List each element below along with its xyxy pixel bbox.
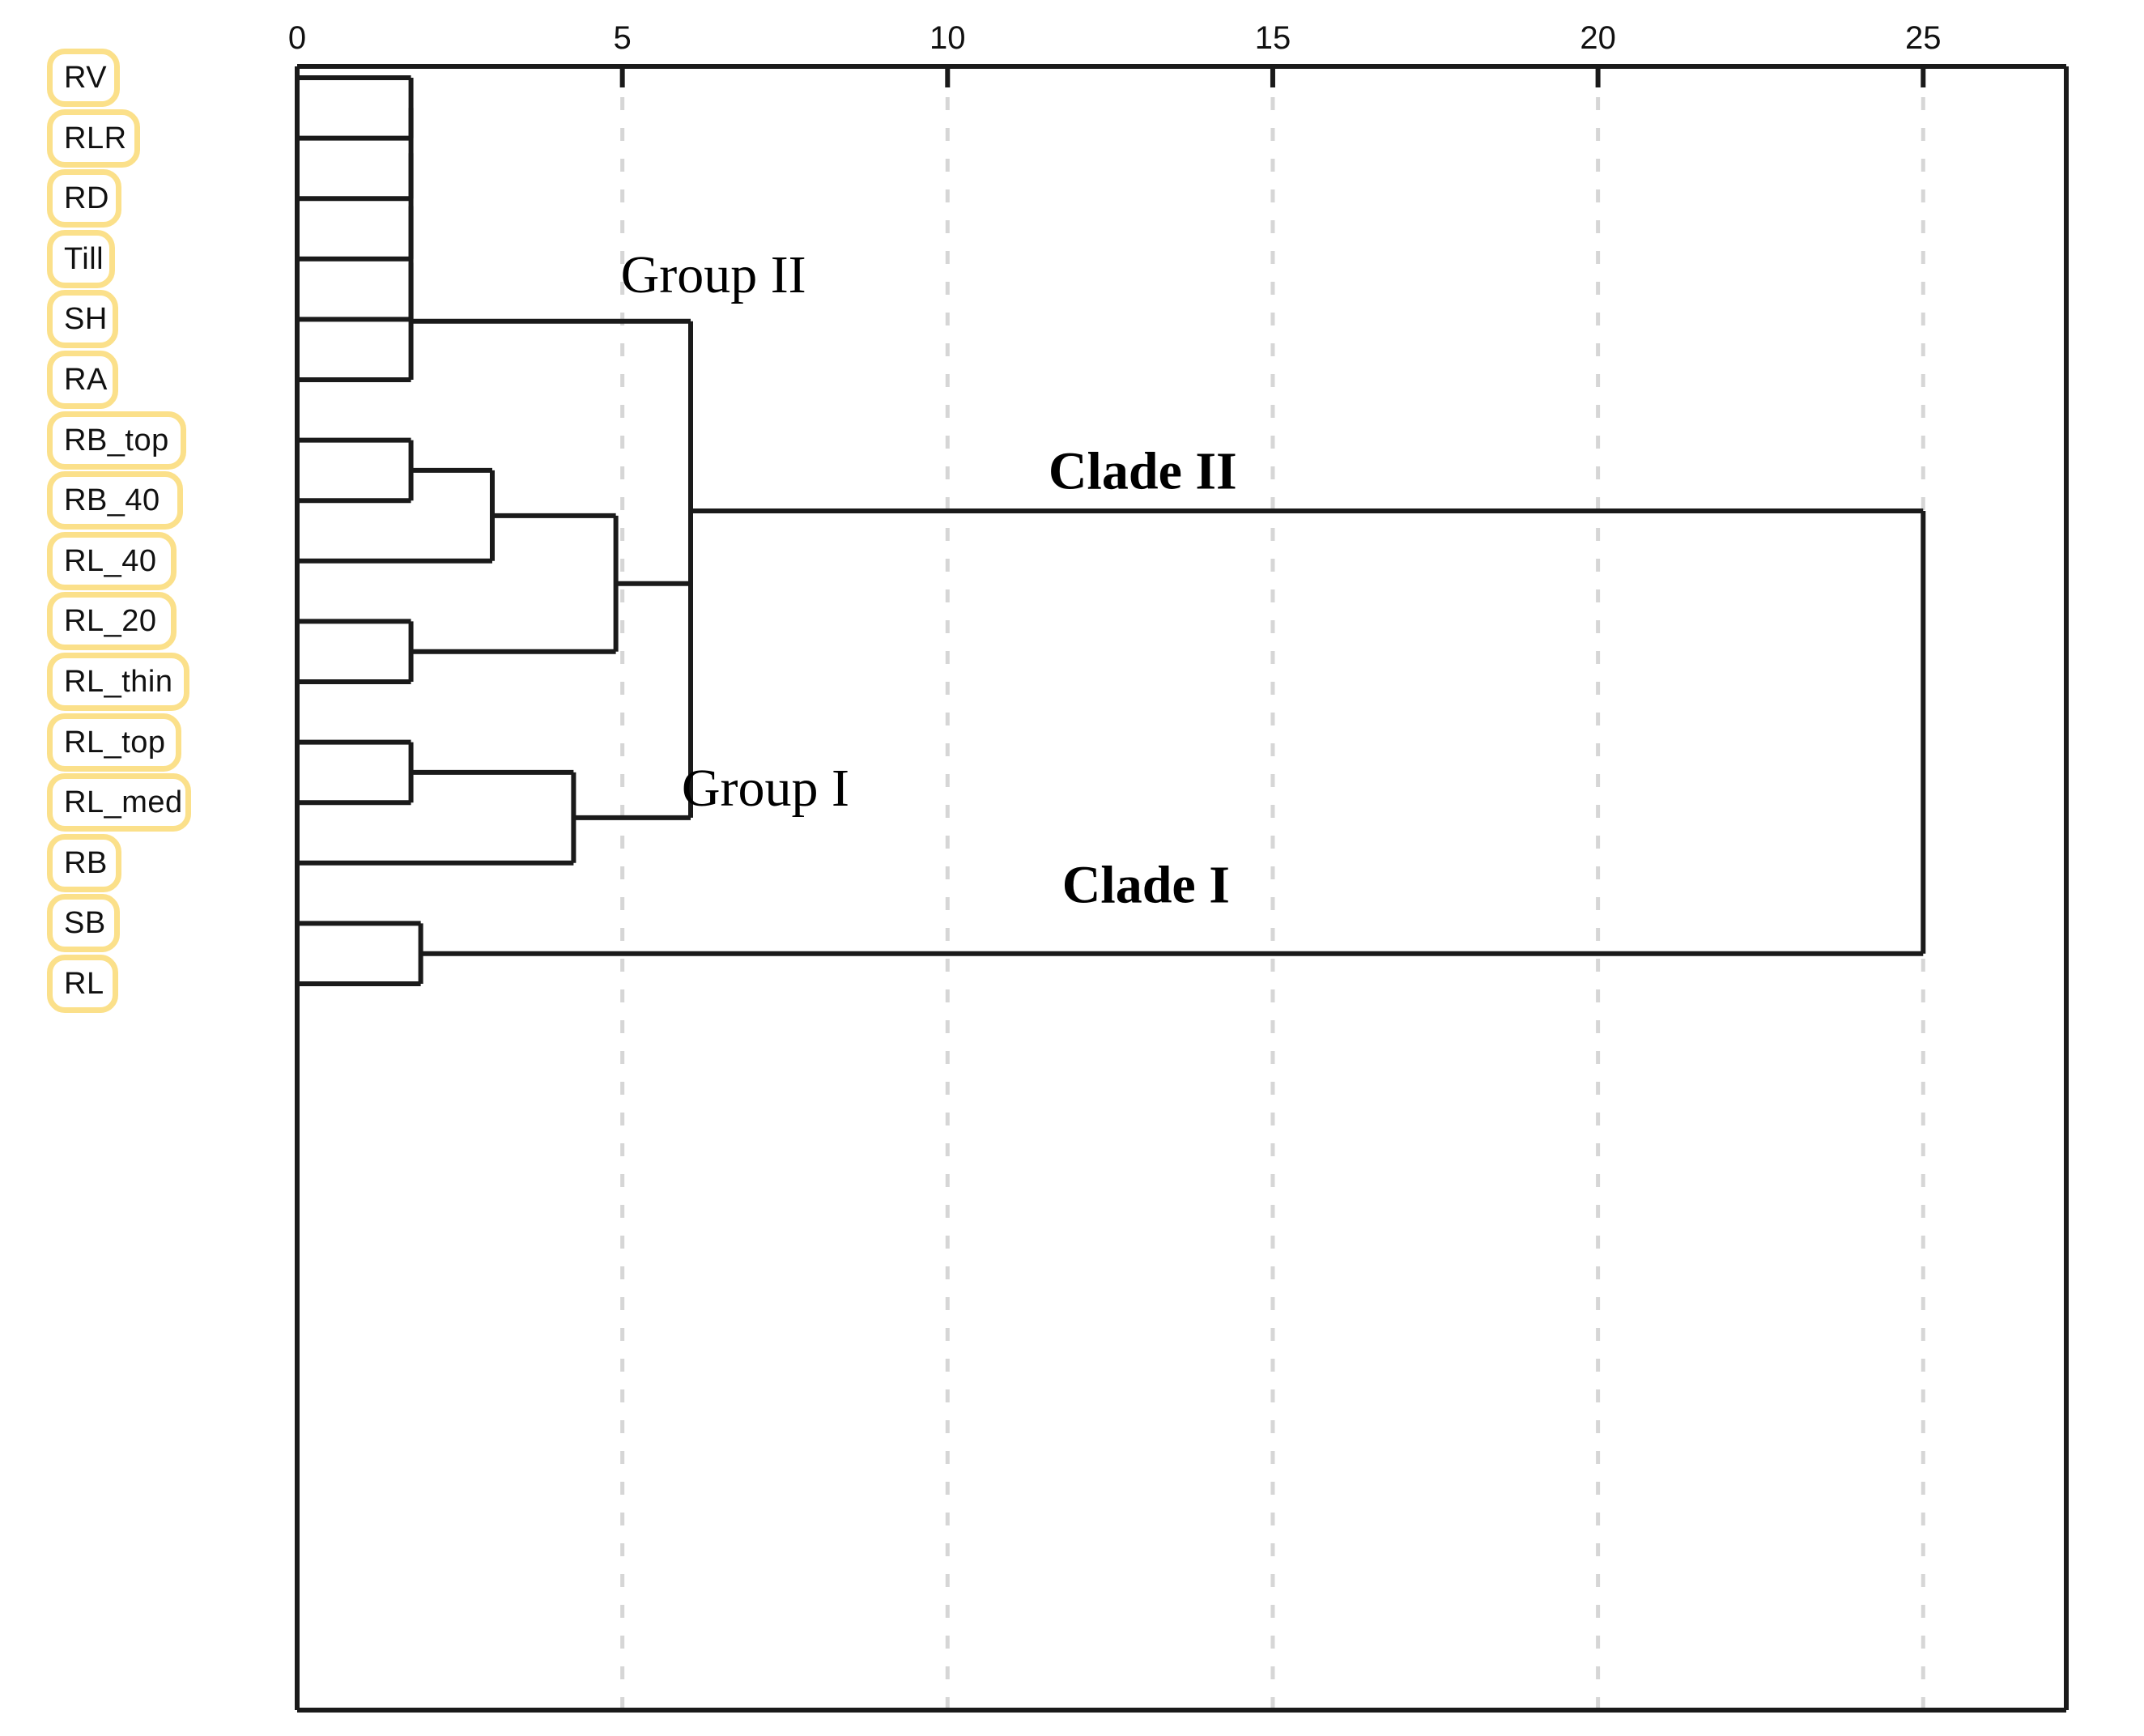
axis-tick-labels: 0 5 10 15 20 25	[288, 20, 1942, 56]
tick-label-0: 0	[288, 20, 306, 56]
leaf-label-rl_med[interactable]: RL_med	[47, 773, 191, 832]
annotation-group-ii: Group II	[621, 245, 806, 304]
axis-ticks	[295, 66, 1926, 87]
leaf-label-ra[interactable]: RA	[47, 351, 118, 409]
leaf-label-sh[interactable]: SH	[47, 290, 118, 349]
leaf-label-till[interactable]: Till	[47, 229, 115, 288]
annotation-clade-ii: Clade II	[1049, 442, 1237, 501]
leaf-label-rl_top[interactable]: RL_top	[47, 713, 181, 772]
leaf-label-sb[interactable]: SB	[47, 894, 120, 953]
leaf-label-rv[interactable]: RV	[47, 49, 120, 107]
tick-label-20: 20	[1580, 20, 1616, 56]
tick-label-15: 15	[1255, 20, 1291, 56]
tick-label-25: 25	[1905, 20, 1942, 56]
leaf-label-rl_20[interactable]: RL_20	[47, 592, 177, 651]
plot-frame	[295, 64, 2069, 1713]
leaf-label-rb_40[interactable]: RB_40	[47, 471, 183, 530]
cluster-annotations: Group II Clade II Group I Clade I	[621, 245, 1237, 914]
annotation-group-i: Group I	[682, 759, 849, 818]
leaf-label-rl_40[interactable]: RL_40	[47, 531, 177, 590]
leaf-label-rb_top[interactable]: RB_top	[47, 411, 186, 470]
leaf-label-rl[interactable]: RL	[47, 955, 118, 1013]
leaf-label-rb[interactable]: RB	[47, 833, 121, 892]
gridlines	[620, 66, 1925, 1710]
leaf-label-rl_thin[interactable]: RL_thin	[47, 653, 189, 711]
dendrogram-links	[297, 75, 1926, 986]
tick-label-5: 5	[614, 20, 632, 56]
annotation-clade-i: Clade I	[1062, 856, 1230, 915]
tick-label-10: 10	[929, 20, 966, 56]
leaf-label-rd[interactable]: RD	[47, 169, 121, 228]
leaf-label-rlr[interactable]: RLR	[47, 108, 140, 168]
